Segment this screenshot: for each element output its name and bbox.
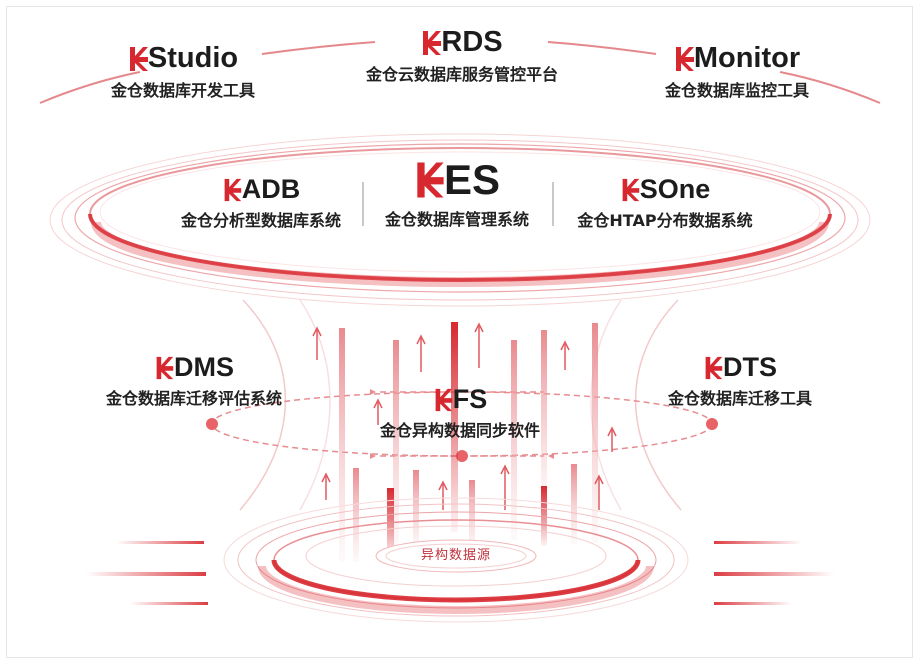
product-desc: 金仓分析型数据库系统 <box>180 211 341 230</box>
data-flow-bars <box>339 322 598 562</box>
source-label: 异构数据源 <box>420 548 491 563</box>
k-logo-icon <box>620 178 640 202</box>
core-divider-right <box>552 182 554 226</box>
product-name: SOne <box>639 174 711 204</box>
k-logo-icon <box>703 356 723 380</box>
flow-arrows <box>312 322 617 510</box>
k-logo-icon <box>421 30 442 56</box>
product-kdms[interactable]: DMS 金仓数据库迁移评估系统 <box>78 352 310 409</box>
product-desc: 金仓云数据库服务管控平台 <box>365 65 558 84</box>
k-logo-icon <box>222 178 242 202</box>
product-name: DTS <box>723 352 777 382</box>
product-name: FS <box>452 384 488 414</box>
core-ellipse <box>49 133 871 307</box>
source-rings <box>223 497 689 623</box>
product-desc: 金仓数据库监控工具 <box>664 81 809 100</box>
product-krds[interactable]: RDS 金仓云数据库服务管控平台 <box>340 26 584 85</box>
product-name: ES <box>443 156 501 203</box>
product-desc: 金仓数据库管理系统 <box>384 210 529 229</box>
product-kfs[interactable]: FS 金仓异构数据同步软件 <box>360 384 560 441</box>
product-kes[interactable]: ES 金仓数据库管理系统 <box>362 156 552 230</box>
k-logo-icon <box>154 356 174 380</box>
product-kmonitor[interactable]: Monitor 金仓数据库监控工具 <box>632 42 842 101</box>
product-desc: 金仓数据库迁移工具 <box>667 389 812 408</box>
product-ksone[interactable]: SOne 金仓HTAP分布数据系统 <box>552 174 778 231</box>
core-divider-left <box>362 182 364 226</box>
middle-ring <box>206 389 718 462</box>
k-logo-icon <box>433 388 453 412</box>
product-name: Monitor <box>693 42 801 74</box>
product-kstudio[interactable]: Studio 金仓数据库开发工具 <box>78 42 288 101</box>
product-kdts[interactable]: DTS 金仓数据库迁移工具 <box>636 352 844 409</box>
product-name: Studio <box>147 42 239 74</box>
product-name: ADB <box>241 174 301 204</box>
product-name: RDS <box>441 26 503 58</box>
k-logo-icon <box>674 46 694 72</box>
product-desc: 金仓数据库开发工具 <box>110 81 255 100</box>
product-desc: 金仓数据库迁移评估系统 <box>105 389 282 408</box>
speed-lines <box>86 541 834 605</box>
top-arcs <box>39 41 881 104</box>
product-desc: 金仓异构数据同步软件 <box>379 421 540 440</box>
product-desc: 金仓HTAP分布数据系统 <box>577 211 753 230</box>
product-kadb[interactable]: ADB 金仓分析型数据库系统 <box>156 174 366 231</box>
image-frame <box>6 6 913 658</box>
product-name: DMS <box>174 352 234 382</box>
k-logo-icon <box>414 161 444 199</box>
k-logo-icon <box>128 46 148 72</box>
